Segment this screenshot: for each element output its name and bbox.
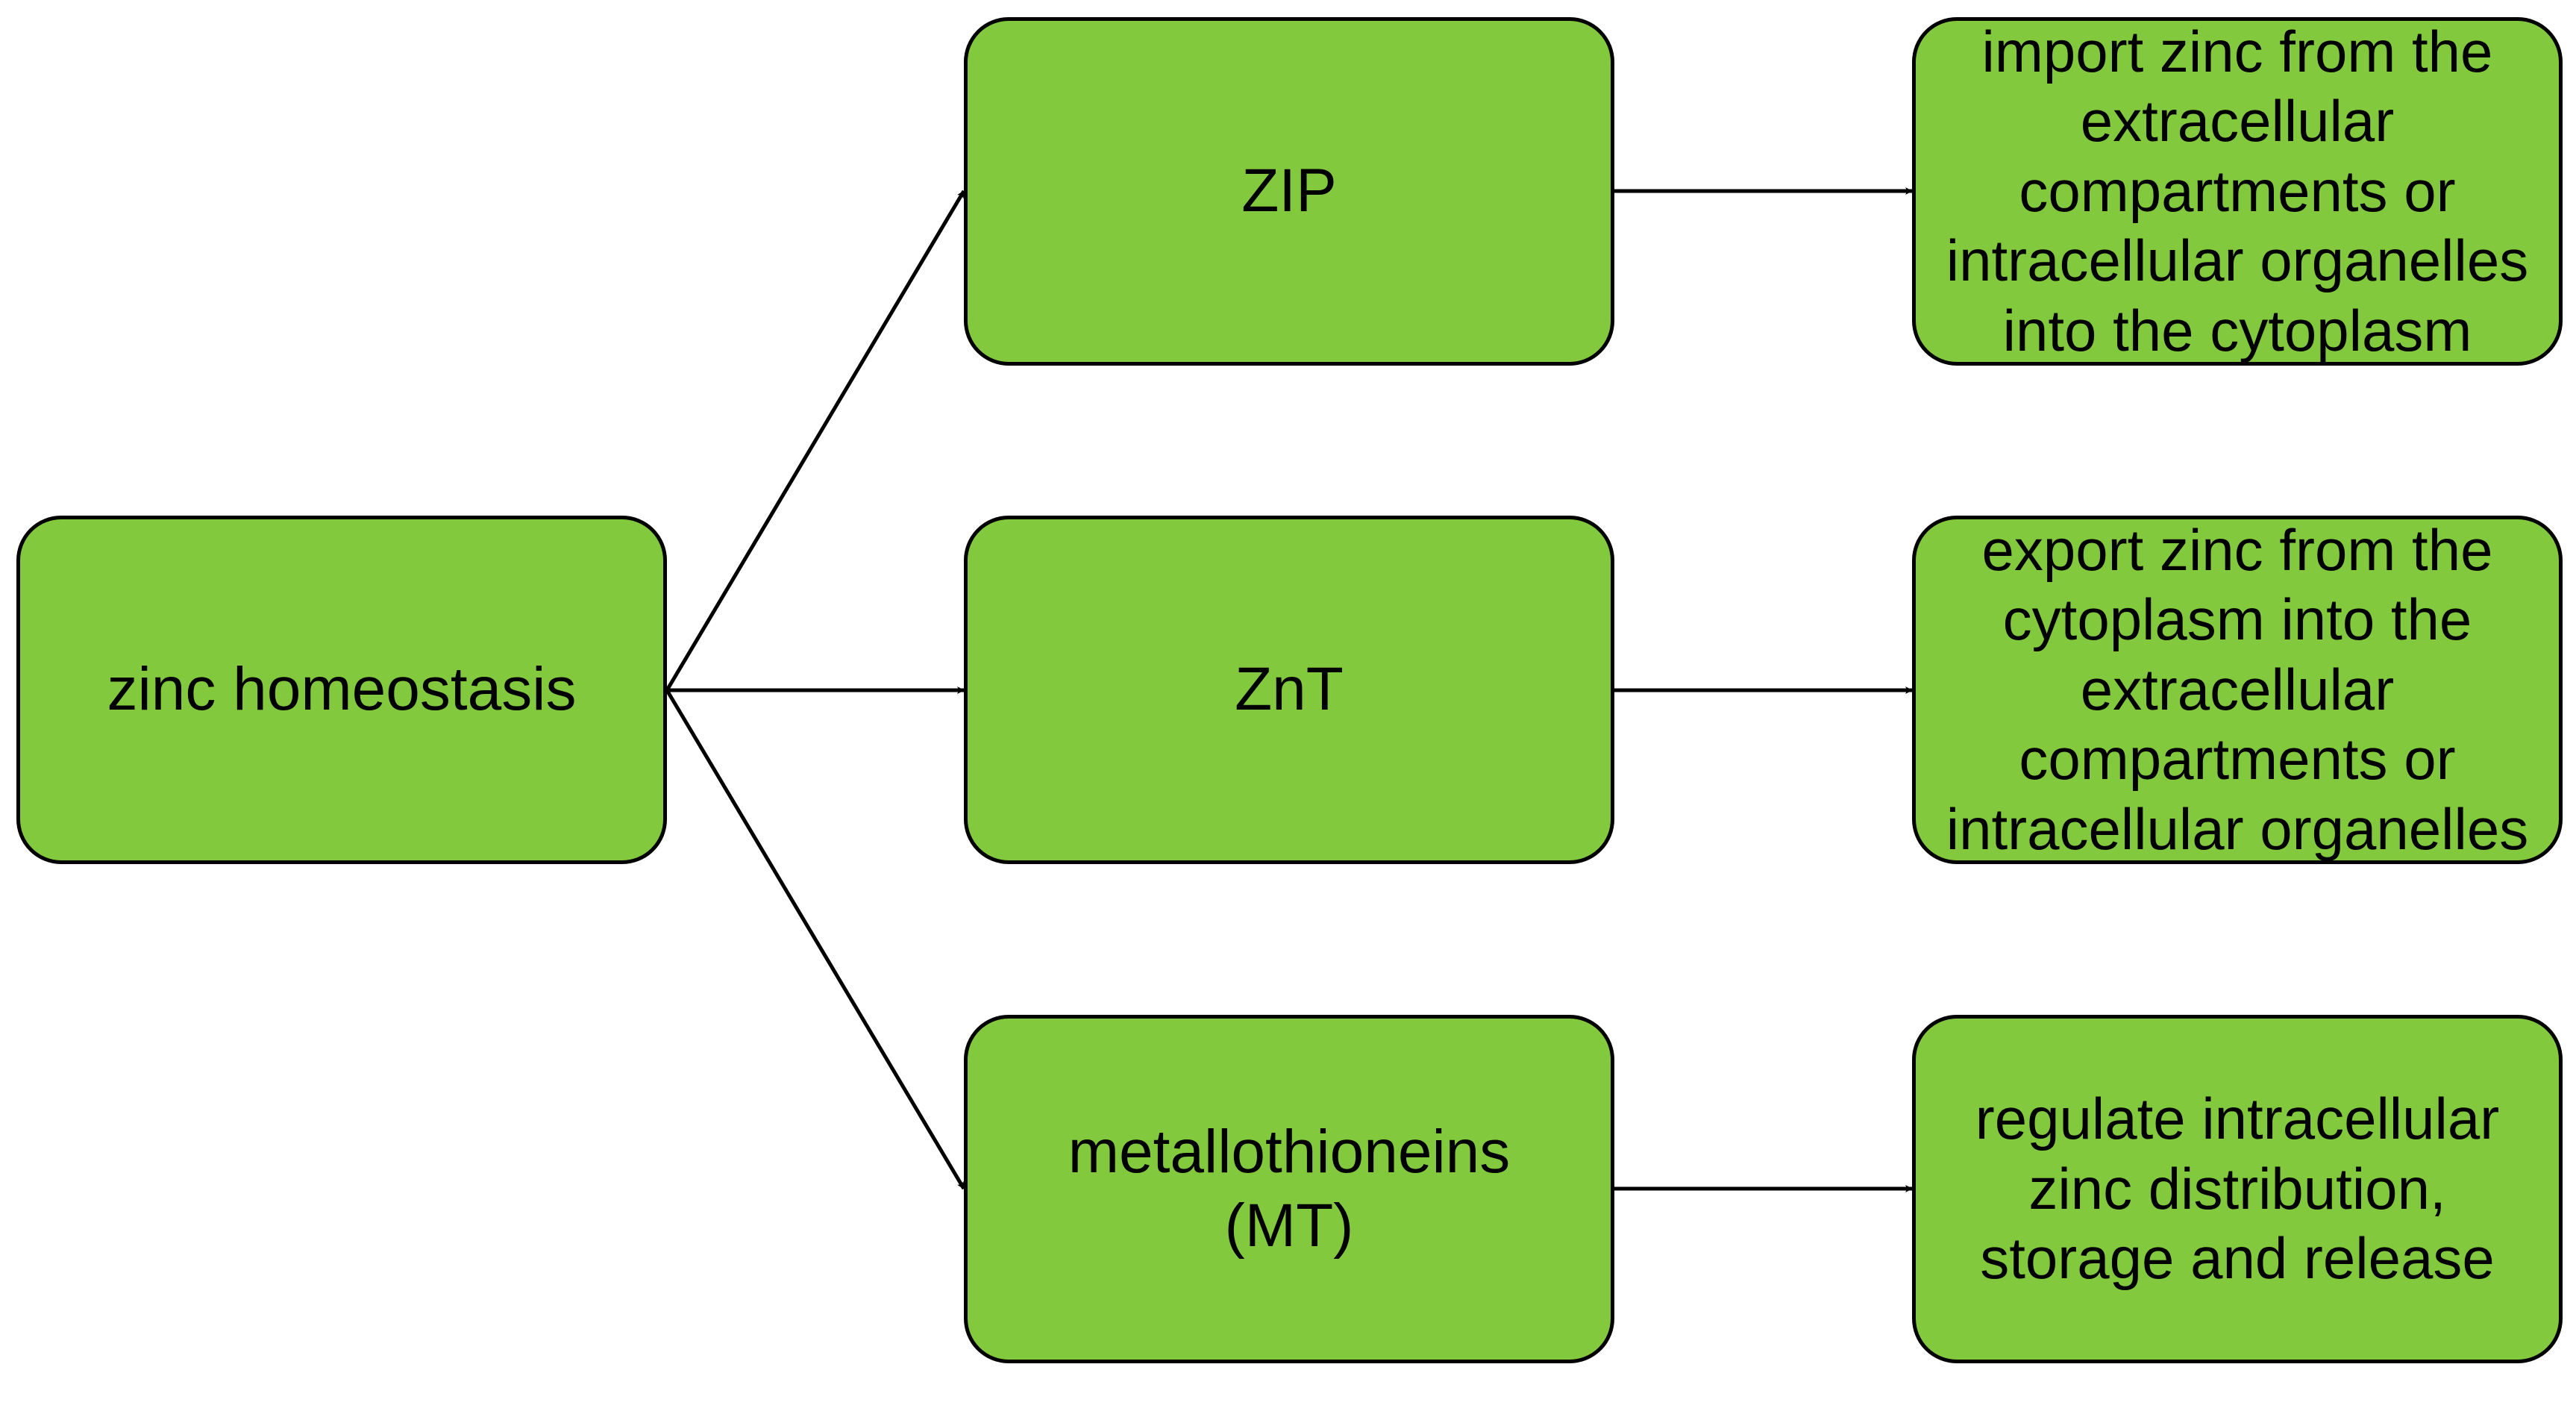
node-zip-description: import zinc from the extracellular compa… xyxy=(1912,17,2563,366)
node-metallothioneins-label: metallothioneins (MT) xyxy=(1068,1118,1511,1260)
node-metallothioneins-description: regulate intracellular zinc distribution… xyxy=(1912,1015,2563,1363)
node-znt: ZnT xyxy=(964,516,1614,864)
node-zip: ZIP xyxy=(964,17,1614,366)
arrow-root-to-zip xyxy=(665,190,966,692)
node-zinc-homeostasis-label: zinc homeostasis xyxy=(107,655,577,724)
node-metallothioneins: metallothioneins (MT) xyxy=(964,1015,1614,1363)
node-metallothioneins-description-label: regulate intracellular zinc distribution… xyxy=(1975,1086,2500,1292)
node-znt-description: export zinc from the cytoplasm into the … xyxy=(1912,516,2563,864)
arrow-root-to-mt xyxy=(665,689,966,1190)
node-zip-label: ZIP xyxy=(1241,157,1337,225)
node-znt-description-label: export zinc from the cytoplasm into the … xyxy=(1946,516,2529,862)
node-znt-label: ZnT xyxy=(1235,655,1344,724)
node-zip-description-label: import zinc from the extracellular compa… xyxy=(1946,18,2529,363)
node-zinc-homeostasis: zinc homeostasis xyxy=(16,516,667,864)
